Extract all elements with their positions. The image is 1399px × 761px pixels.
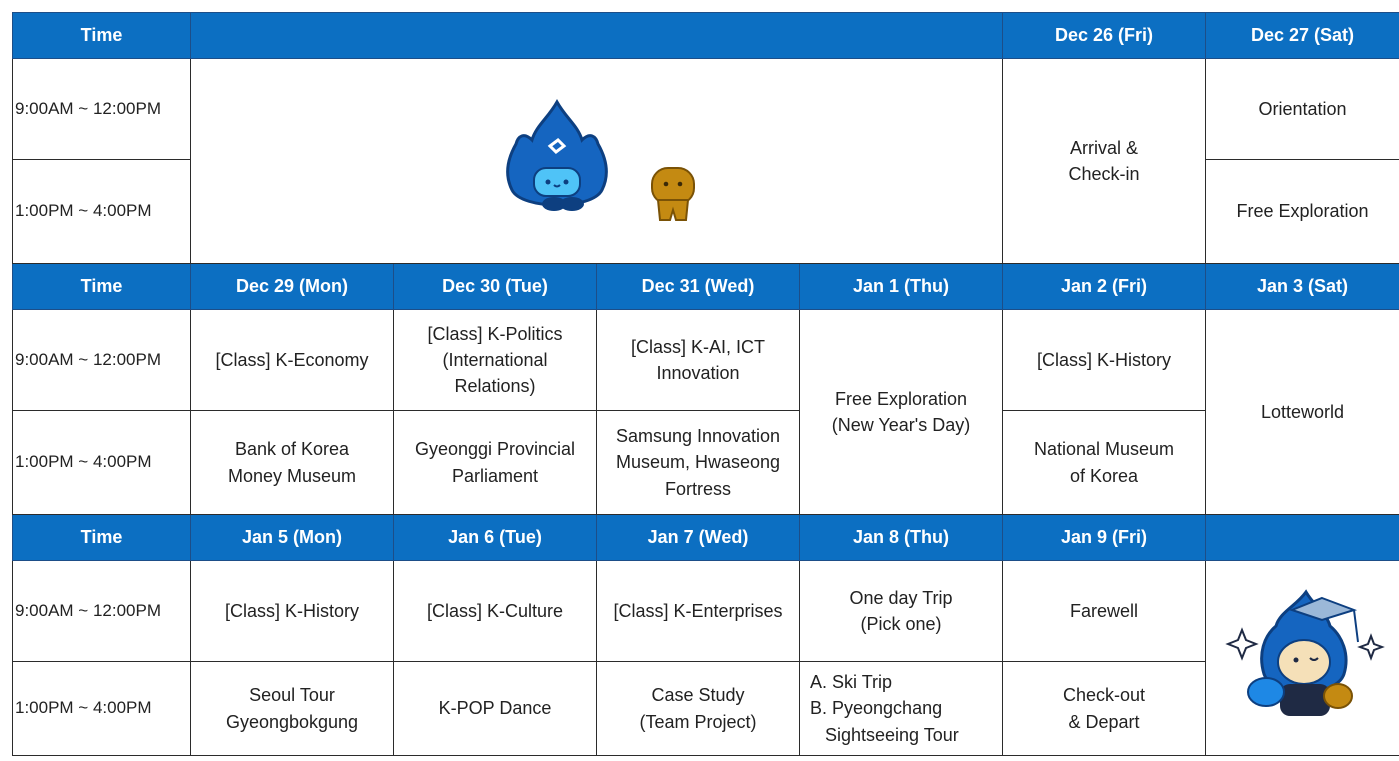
day-header-dec26: Dec 26 (Fri) xyxy=(1002,12,1206,59)
day-header-jan6: Jan 6 (Tue) xyxy=(393,514,597,561)
dec27-pm-activity: Free Exploration xyxy=(1205,159,1399,264)
time-header: Time xyxy=(12,514,191,561)
time-slot-pm: 1:00PM ~ 4:00PM xyxy=(12,410,191,515)
brown-mascot-icon xyxy=(650,167,695,221)
day-header-jan5: Jan 5 (Mon) xyxy=(190,514,394,561)
dec31-am-activity: [Class] K-AI, ICT Innovation xyxy=(596,309,800,411)
header-blank xyxy=(190,12,1003,59)
jan5-pm-activity: Seoul Tour Gyeongbokgung xyxy=(190,661,394,756)
header-blank xyxy=(1205,514,1399,561)
dec29-pm-activity: Bank of Korea Money Museum xyxy=(190,410,394,515)
header-row-week2: Time Dec 29 (Mon) Dec 30 (Tue) Dec 31 (W… xyxy=(12,263,1399,310)
jan1-activity: Free Exploration (New Year's Day) xyxy=(799,309,1003,515)
jan2-am-activity: [Class] K-History xyxy=(1002,309,1206,411)
time-slot-pm: 1:00PM ~ 4:00PM xyxy=(12,661,191,756)
schedule-table: Time Dec 26 (Fri) Dec 27 (Sat) 9:00AM ~ … xyxy=(12,12,1399,756)
header-row-week3: Time Jan 5 (Mon) Jan 6 (Tue) Jan 7 (Wed)… xyxy=(12,514,1399,561)
blue-flame-mascot-icon xyxy=(505,98,608,211)
day-header-dec29: Dec 29 (Mon) xyxy=(190,263,394,310)
dec31-pm-activity: Samsung Innovation Museum, Hwaseong Fort… xyxy=(596,410,800,515)
week3-am-row: 9:00AM ~ 12:00PM [Class] K-History [Clas… xyxy=(12,560,1399,756)
day-header-dec31: Dec 31 (Wed) xyxy=(596,263,800,310)
time-slot-am: 9:00AM ~ 12:00PM xyxy=(12,58,191,160)
jan8-am-activity: One day Trip (Pick one) xyxy=(799,560,1003,662)
time-slot-am: 9:00AM ~ 12:00PM xyxy=(12,560,191,662)
day-header-dec30: Dec 30 (Tue) xyxy=(393,263,597,310)
jan7-pm-activity: Case Study (Team Project) xyxy=(596,661,800,756)
time-header: Time xyxy=(12,12,191,59)
day-header-dec27: Dec 27 (Sat) xyxy=(1205,12,1399,59)
jan9-am-activity: Farewell xyxy=(1002,560,1206,662)
jan3-activity: Lotteworld xyxy=(1205,309,1399,515)
dec30-am-activity: [Class] K-Politics (International Relati… xyxy=(393,309,597,411)
graduate-mascot-icon xyxy=(1224,589,1385,717)
day-header-jan7: Jan 7 (Wed) xyxy=(596,514,800,561)
jan5-am-activity: [Class] K-History xyxy=(190,560,394,662)
day-header-jan8: Jan 8 (Thu) xyxy=(799,514,1003,561)
jan2-pm-activity: National Museum of Korea xyxy=(1002,410,1206,515)
week1-pm-row: 1:00PM ~ 4:00PM Free Exploration xyxy=(12,159,1399,264)
time-slot-pm: 1:00PM ~ 4:00PM xyxy=(12,159,191,264)
dec27-am-activity: Orientation xyxy=(1205,58,1399,160)
header-row-week1: Time Dec 26 (Fri) Dec 27 (Sat) xyxy=(12,12,1399,59)
day-header-jan9: Jan 9 (Fri) xyxy=(1002,514,1206,561)
mascot-banner xyxy=(190,58,1003,264)
dec26-activity: Arrival & Check-in xyxy=(1002,58,1206,264)
day-header-jan3: Jan 3 (Sat) xyxy=(1205,263,1399,310)
week1-am-row: 9:00AM ~ 12:00PM xyxy=(12,58,1399,264)
jan8-pm-activity: A. Ski Trip B. Pyeongchang Sightseeing T… xyxy=(799,661,1003,756)
week2-pm-row: 1:00PM ~ 4:00PM Bank of Korea Money Muse… xyxy=(12,410,1399,515)
week3-pm-row: 1:00PM ~ 4:00PM Seoul Tour Gyeongbokgung… xyxy=(12,661,1399,756)
day-header-jan1: Jan 1 (Thu) xyxy=(799,263,1003,310)
week2-am-row: 9:00AM ~ 12:00PM [Class] K-Economy [Clas… xyxy=(12,309,1399,515)
dec30-pm-activity: Gyeonggi Provincial Parliament xyxy=(393,410,597,515)
jan7-am-activity: [Class] K-Enterprises xyxy=(596,560,800,662)
day-header-jan2: Jan 2 (Fri) xyxy=(1002,263,1206,310)
time-header: Time xyxy=(12,263,191,310)
dec29-am-activity: [Class] K-Economy xyxy=(190,309,394,411)
jan6-am-activity: [Class] K-Culture xyxy=(393,560,597,662)
time-slot-am: 9:00AM ~ 12:00PM xyxy=(12,309,191,411)
jan9-pm-activity: Check-out & Depart xyxy=(1002,661,1206,756)
graduate-mascot-cell xyxy=(1205,560,1399,756)
jan6-pm-activity: K-POP Dance xyxy=(393,661,597,756)
